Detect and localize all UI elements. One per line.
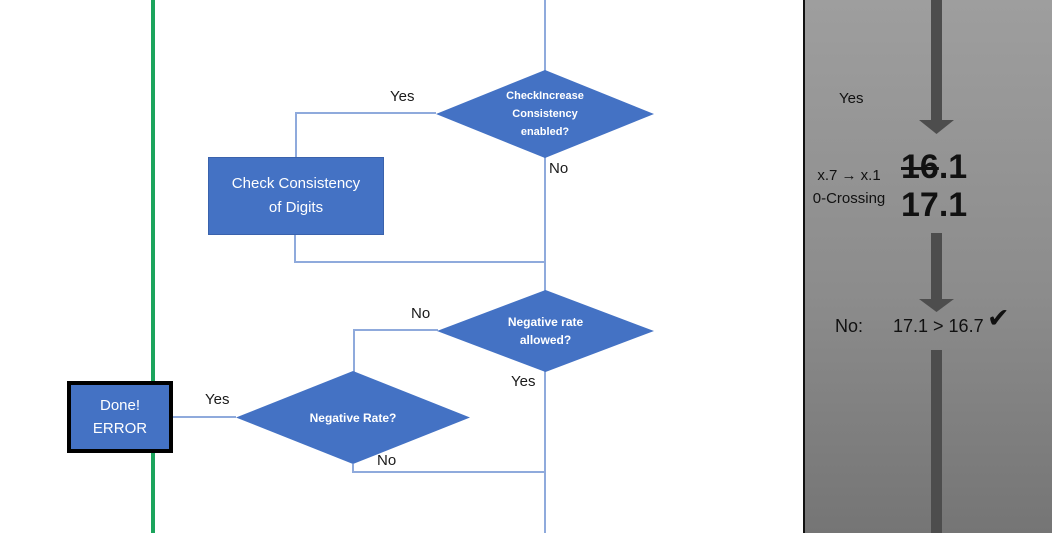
process-text-line: of Digits [268, 199, 324, 216]
down-arrow-shaft-3 [931, 350, 942, 533]
terminator-text-line: Done! [99, 397, 141, 414]
connector-no2-vertical [353, 329, 355, 372]
explanation-panel: Yes x.7 → x.1 0-Crossing 16.1 17.1 No: 1… [803, 0, 1052, 533]
terminator-done-error: Done! ERROR [67, 381, 173, 453]
connector-no3-vertical [352, 464, 354, 473]
decision-check-increase-consistency: CheckIncrease Consistency enabled? [436, 70, 654, 158]
connector-rect-down-vertical [294, 235, 296, 263]
decision-negative-rate: Negative Rate? [236, 371, 470, 464]
panel-values: 16.1 17.1 [901, 148, 967, 224]
down-arrow-head-icon [919, 120, 954, 134]
decision-text-line: enabled? [520, 126, 570, 138]
green-vertical-line [151, 0, 155, 533]
process-text-line: Check Consistency [231, 175, 361, 192]
connector-no2-horizontal [354, 329, 438, 331]
down-arrow-shaft-2 [931, 233, 942, 300]
panel-old-value: 16.1 [901, 148, 967, 186]
decision-text-line: allowed? [519, 333, 572, 347]
decision-text-line: CheckIncrease [506, 90, 584, 102]
edge-label-yes-negative-rate: Yes [205, 391, 230, 408]
panel-note-line: 0-Crossing [812, 190, 886, 207]
process-check-consistency-of-digits: Check Consistency of Digits [208, 157, 384, 235]
connector-yes1-vertical [295, 112, 297, 157]
panel-note: x.7 → x.1 0-Crossing [805, 164, 893, 210]
connector-yes3-horizontal [173, 416, 236, 418]
panel-old-value-rest: .1 [938, 148, 968, 186]
terminator-text-line: ERROR [92, 420, 148, 437]
connector-no3-horizontal [352, 471, 545, 473]
panel-yes-label: Yes [839, 90, 864, 107]
down-arrow-head-icon [919, 299, 954, 312]
edge-label-yes-check-increase: Yes [390, 88, 415, 105]
decision-text-line: Negative Rate? [309, 410, 397, 425]
connector-main-vertical [544, 0, 546, 533]
checkmark-icon: ✔ [987, 303, 1010, 333]
down-arrow-shaft-1 [931, 0, 942, 121]
decision-text-line: Negative rate [507, 315, 584, 329]
edge-label-no-negative-rate: No [377, 452, 397, 469]
connector-rect-down-horizontal [294, 261, 545, 263]
edge-label-no-check-increase: No [549, 160, 569, 177]
panel-new-value: 17.1 [901, 186, 968, 224]
edge-label-yes-negative-rate-allowed: Yes [511, 373, 536, 390]
panel-result-label: No: [835, 316, 864, 336]
decision-text-line: Consistency [512, 108, 578, 120]
edge-label-no-negative-rate-allowed: No [411, 305, 431, 322]
decision-negative-rate-allowed: Negative rate allowed? [437, 290, 654, 372]
connector-yes1-horizontal [296, 112, 436, 114]
panel-result-comparison: 17.1 > 16.7 [893, 316, 984, 336]
panel-old-value-struck: 16 [901, 148, 939, 186]
panel-note-line: x.7 → x.1 [817, 167, 881, 184]
